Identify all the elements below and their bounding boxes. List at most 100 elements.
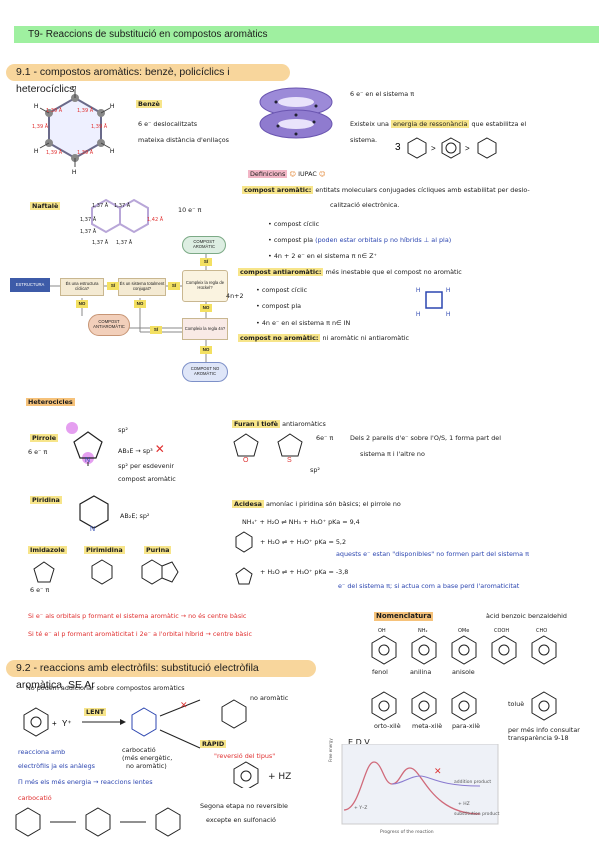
definitions-title: Definicions [248,170,288,178]
pirrole-sp2-note: sp² per esdevenir [118,462,175,470]
furan-note: Dels 2 parells d'e⁻ sobre l'O/S, 1 forma… [350,434,501,442]
acidity-note2: aquests e⁻ estan "disponibles" no formen… [336,550,529,558]
flow-yes-chip: SÍ [107,282,119,290]
acidity-eq2: + H₂O ⇌ + H₃O⁺ pKa = 5,2 [260,538,347,546]
svg-text:+: + [52,719,57,728]
aromatic-def-text2: calització electrònica. [330,201,400,209]
piridine-structure: N [79,495,109,532]
flow-question: Compleix la regla de Hückel? [182,270,228,302]
flow-yes-chip: SÍ [168,282,180,290]
benzene-note: 6 e⁻ deslocalitzats [138,120,198,128]
emoji-icon: ☺ [289,170,297,178]
nomenclature-sub: NH₂ [418,628,428,634]
nomenclature-sub: COOH [494,628,510,634]
naphthalene-bond: 1,37 Å [80,217,97,223]
resonance-pre: Existeix una [350,120,389,128]
nomenclature-name: orto-xilè [374,722,401,730]
svg-text:N: N [85,457,90,464]
aromatic-bullet: • 4n + 2 e⁻ en el sistema π n∈ Z⁺ [268,252,377,260]
energy-product-label: + HZ [458,802,470,807]
carbocation-heading: carbocatió [18,794,52,802]
svg-text:S: S [287,457,292,464]
bond-length: 1,39 Å [46,108,63,114]
piridine-label: Piridina [30,496,62,504]
flow-question: És una estructura cíclica? [60,278,104,296]
furan-pi: 6e⁻ π [316,434,334,442]
nonaromatic-def-title: compost no aromàtic: [238,334,321,342]
flow-no-chip: NO [76,300,88,308]
purina-label: Purina [144,546,172,554]
section-9-2-title: 9.2 - reaccions amb electròfils: substit… [6,660,316,691]
rule-basic: Si té e⁻ al p formant aromàticitat i 2e⁻… [28,630,252,638]
pirrole-structure: N [66,422,103,466]
emoji-icon: ☺ [318,170,326,178]
nomenclature-more: per més info consultar transparència 9-1… [508,726,580,742]
cross-icon: ✕ [154,442,165,456]
nomenclature-title: Nomenclatura [374,612,434,621]
svg-text:✕: ✕ [434,766,442,776]
energy-note: Π més els més energia → reaccions lentes [18,778,153,786]
svg-text:H: H [416,312,420,318]
naphthalene-bond: 1,42 Å [147,217,164,223]
benzene-structure: HHH HHH [34,86,114,176]
svg-text:H: H [416,288,420,294]
naphthalene-bond: 1,37 Å [80,229,97,235]
reacts-note: electròfils ja els anàlegs [18,762,95,770]
svg-text:H: H [446,312,450,318]
flow-yes-chip: SÍ [200,258,212,266]
acidity-note3: e⁻ del sistema π; si actua com a base pe… [338,582,520,590]
furan-note2: sistema π i l'altre no [360,450,425,458]
furan-tag: antiaromàtics [282,420,326,428]
reversion-note: "reversió del tipus" [214,752,276,760]
naphthalene-bond: 1,37 Å [92,240,109,246]
bond-length: 1,39 Å [91,124,108,130]
nomenclature-name: fenol [372,668,388,676]
nonaromatic-def-text: ni aromàtic ni antiaromàtic [322,334,410,342]
svg-text:>: > [431,144,436,153]
aromatic-bullet: • compost cíclic [268,220,320,228]
furan-label: Furan i tiofè [232,420,281,428]
acidity-eq1: NH₄⁺ + H₂O ⇌ NH₃ + H₃O⁺ pKa = 9,4 [242,518,360,526]
resonance-energy: energia de ressonància [391,120,470,128]
carbocation-resonance [15,807,181,837]
nomenclature-name: anisole [452,668,475,676]
flow-result-antiaromatic: COMPOST ANTIAROMÀTIC [88,314,130,336]
imidazole-label: Imidazole [28,546,67,554]
nomenclature-sub: CHO [536,628,548,634]
flow-result-nonaromatic: COMPOST NO AROMÀTIC [182,362,228,382]
aromatic-bullet: • compost pla (poden estar orbitals p no… [268,236,452,244]
energy-diagram: ✕ [341,744,499,825]
carbocation-note: (més energètic, [122,754,173,762]
svg-text:>: > [465,144,470,153]
antiaromatic-bullet: • compost pla [256,302,302,310]
slow-step-label: LENT [84,708,107,716]
bond-length: 1,39 Å [32,124,49,130]
energy-yaxis: Free energy [328,738,333,762]
furan-sp2: sp² [310,466,320,474]
product-hz: + HZ [268,772,292,782]
carbocation-note: no aromàtic) [126,762,167,770]
acidity-title: Acidesa [232,500,264,508]
svg-text:✕: ✕ [180,700,188,710]
flow-no-chip: NO [200,304,212,312]
imidazole-pi: 6 e⁻ π [30,586,50,594]
rule-not-basic: Si e⁻ als orbitals p formant el sistema … [28,612,247,620]
naphthalene-structure [91,198,149,234]
no-addition-note: No podem addicionar sobre compostos arom… [26,684,185,692]
pirrole-pi: 6 e⁻ π [28,448,48,456]
aromatic-def-title: compost aromàtic: [242,186,314,194]
aromatic-def-text: entitats moleculars conjugades cícliques… [315,186,530,194]
svg-text:Y⁺: Y⁺ [62,719,72,728]
flow-start: ESTRUCTURA [10,278,50,292]
acidity-text: amoníac i piridina són bàsics; el pirrol… [266,500,401,508]
svg-text:H: H [34,104,38,110]
piridine-pirrole-small [235,531,253,585]
nomenclature-name: meta-xilè [412,722,443,730]
nomenclature-name: para-xilè [452,722,481,730]
svg-text:H: H [34,149,38,155]
svg-text:N: N [90,526,95,532]
nomenclature-sub: OMe [458,628,470,634]
pi-cloud-torus [259,87,333,139]
flow-yes-chip: SÍ [150,326,162,334]
energy-substitution-label: substitution product [454,812,500,817]
